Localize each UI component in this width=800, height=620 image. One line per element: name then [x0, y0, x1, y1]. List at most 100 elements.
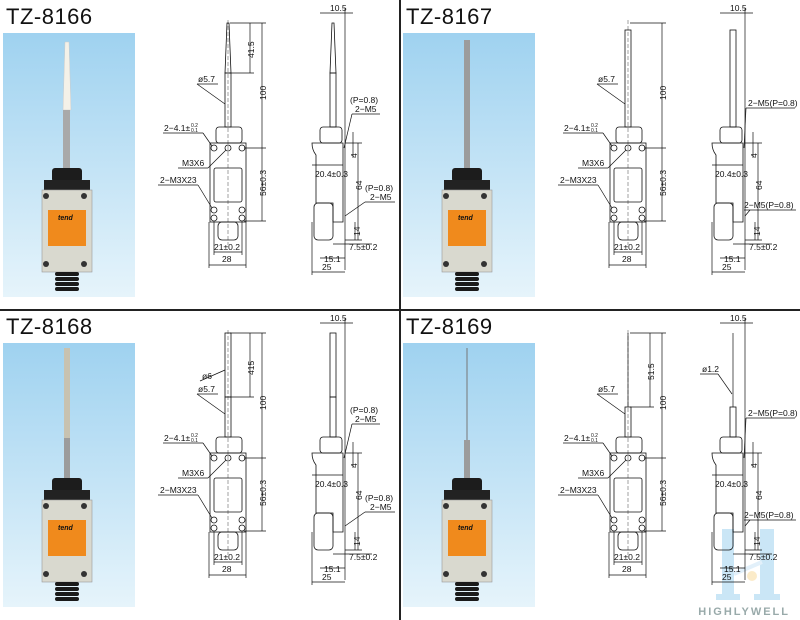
dim-total: 100	[658, 396, 668, 410]
dim-14: 14	[352, 536, 362, 546]
boot	[713, 512, 734, 551]
dim-height: 56±0.3	[258, 170, 268, 196]
front-view	[209, 330, 247, 555]
dim-15-1: 15.1	[724, 254, 741, 264]
leader-line	[602, 132, 613, 147]
tol-low: 0.1	[591, 128, 598, 134]
spring	[329, 396, 337, 438]
screw-icon	[610, 516, 618, 524]
product-label-text: tend	[458, 215, 474, 222]
label-mount-hole: 2−4.1±	[164, 433, 191, 443]
dim-pitch: 21±0.2	[614, 552, 640, 562]
dim-4: 4	[749, 463, 759, 468]
leader-line	[744, 519, 751, 527]
screw-icon	[443, 261, 449, 267]
label-m3x23: 2−M3X23	[560, 175, 597, 185]
dim-15-1: 15.1	[324, 254, 341, 264]
label-m5-top: 2−M5(P=0.8)	[748, 408, 798, 418]
model-title: TZ-8168	[6, 314, 93, 339]
screw-icon	[638, 524, 646, 532]
leader-line	[343, 423, 353, 459]
label-rod-dia: ø5.7	[598, 74, 615, 84]
screw-icon	[43, 261, 49, 267]
label-m5-top: 2−M5	[355, 104, 377, 114]
dim-4: 4	[349, 463, 359, 468]
head-cap	[319, 126, 343, 144]
tol-low: 0.1	[191, 438, 198, 444]
boot-ridge	[455, 582, 479, 586]
leader-line	[743, 417, 747, 459]
label-mount-hole: 2−4.1±	[164, 123, 191, 133]
screw-icon	[224, 144, 232, 152]
screw-icon	[210, 144, 218, 152]
dim-pitch: 21±0.2	[614, 242, 640, 252]
head-base	[44, 490, 90, 500]
tol-low: 0.1	[591, 438, 598, 444]
label-m5-top: 2−M5(P=0.8)	[748, 98, 798, 108]
label-m5-bottom: 2−M5(P=0.8)	[744, 510, 794, 520]
dim-20-4: 20.4±0.3	[715, 479, 748, 489]
leader-line	[197, 184, 213, 209]
screw-icon	[238, 516, 246, 524]
head-cap	[719, 436, 743, 454]
boot-ridge	[455, 592, 479, 596]
dim-20-4: 20.4±0.3	[315, 169, 348, 179]
leader-line	[597, 494, 613, 519]
dim-pitch: 21±0.2	[214, 552, 240, 562]
screw-icon	[238, 206, 246, 214]
head-cap	[452, 478, 482, 492]
boot-ridge	[55, 587, 79, 591]
leader-line	[344, 201, 366, 217]
rod-tip	[329, 22, 337, 74]
leader-line	[202, 442, 213, 457]
label-m3x6: M3X6	[182, 468, 204, 478]
dim-total: 100	[258, 86, 268, 100]
screw-icon	[443, 193, 449, 199]
label-m3x6: M3X6	[182, 158, 204, 168]
side-view	[311, 22, 344, 241]
head-cap	[452, 168, 482, 182]
dim-width: 28	[622, 564, 632, 574]
dim-width: 28	[222, 564, 232, 574]
tol-up: 0.2	[191, 433, 198, 439]
head-cap	[615, 126, 643, 144]
switch-body-side	[711, 452, 744, 533]
label-mount-hole: 2−4.1±	[564, 123, 591, 133]
spring	[464, 440, 470, 482]
head-cap	[319, 436, 343, 454]
dim-height: 56±0.3	[658, 170, 668, 196]
leader-line	[607, 459, 627, 479]
dim-height: 56±0.3	[258, 480, 268, 506]
leader-line	[596, 393, 626, 415]
screw-icon	[81, 503, 87, 509]
screw-icon	[443, 571, 449, 577]
product-label	[448, 520, 486, 556]
screw-icon	[610, 206, 618, 214]
label-mount-hole: 2−4.1±	[564, 433, 591, 443]
dim-25: 25	[322, 572, 332, 582]
label-m3x23: 2−M3X23	[560, 485, 597, 495]
dim-tip-length: 415	[246, 361, 256, 375]
product-photo: tend	[3, 343, 135, 607]
head-cap	[52, 478, 82, 492]
tol-up: 0.2	[591, 433, 598, 439]
side-view	[711, 29, 744, 241]
drawing: tend10056±0.34152821±0.2ø5.7ø62−4.1±0.20…	[3, 313, 395, 607]
dim-25: 25	[722, 262, 732, 272]
head-base	[444, 180, 490, 190]
dim-15-1: 15.1	[324, 564, 341, 574]
dim-10-5: 10.5	[730, 313, 747, 323]
tol-up: 0.2	[191, 123, 198, 129]
spring	[729, 29, 737, 128]
product-label	[48, 210, 86, 246]
dim-height: 56±0.3	[658, 480, 668, 506]
model-title: TZ-8166	[6, 4, 93, 29]
boot-ridge	[455, 597, 479, 601]
screw-icon	[210, 206, 218, 214]
dim-10-5: 10.5	[330, 3, 347, 13]
product-label-text: tend	[58, 525, 74, 532]
leader-line	[344, 511, 366, 527]
boot	[313, 202, 334, 241]
drawing: tend10056±0.351.52821±0.2ø5.72−4.1±0.20.…	[403, 313, 798, 607]
label-m5-bottom: 2−M5	[370, 502, 392, 512]
